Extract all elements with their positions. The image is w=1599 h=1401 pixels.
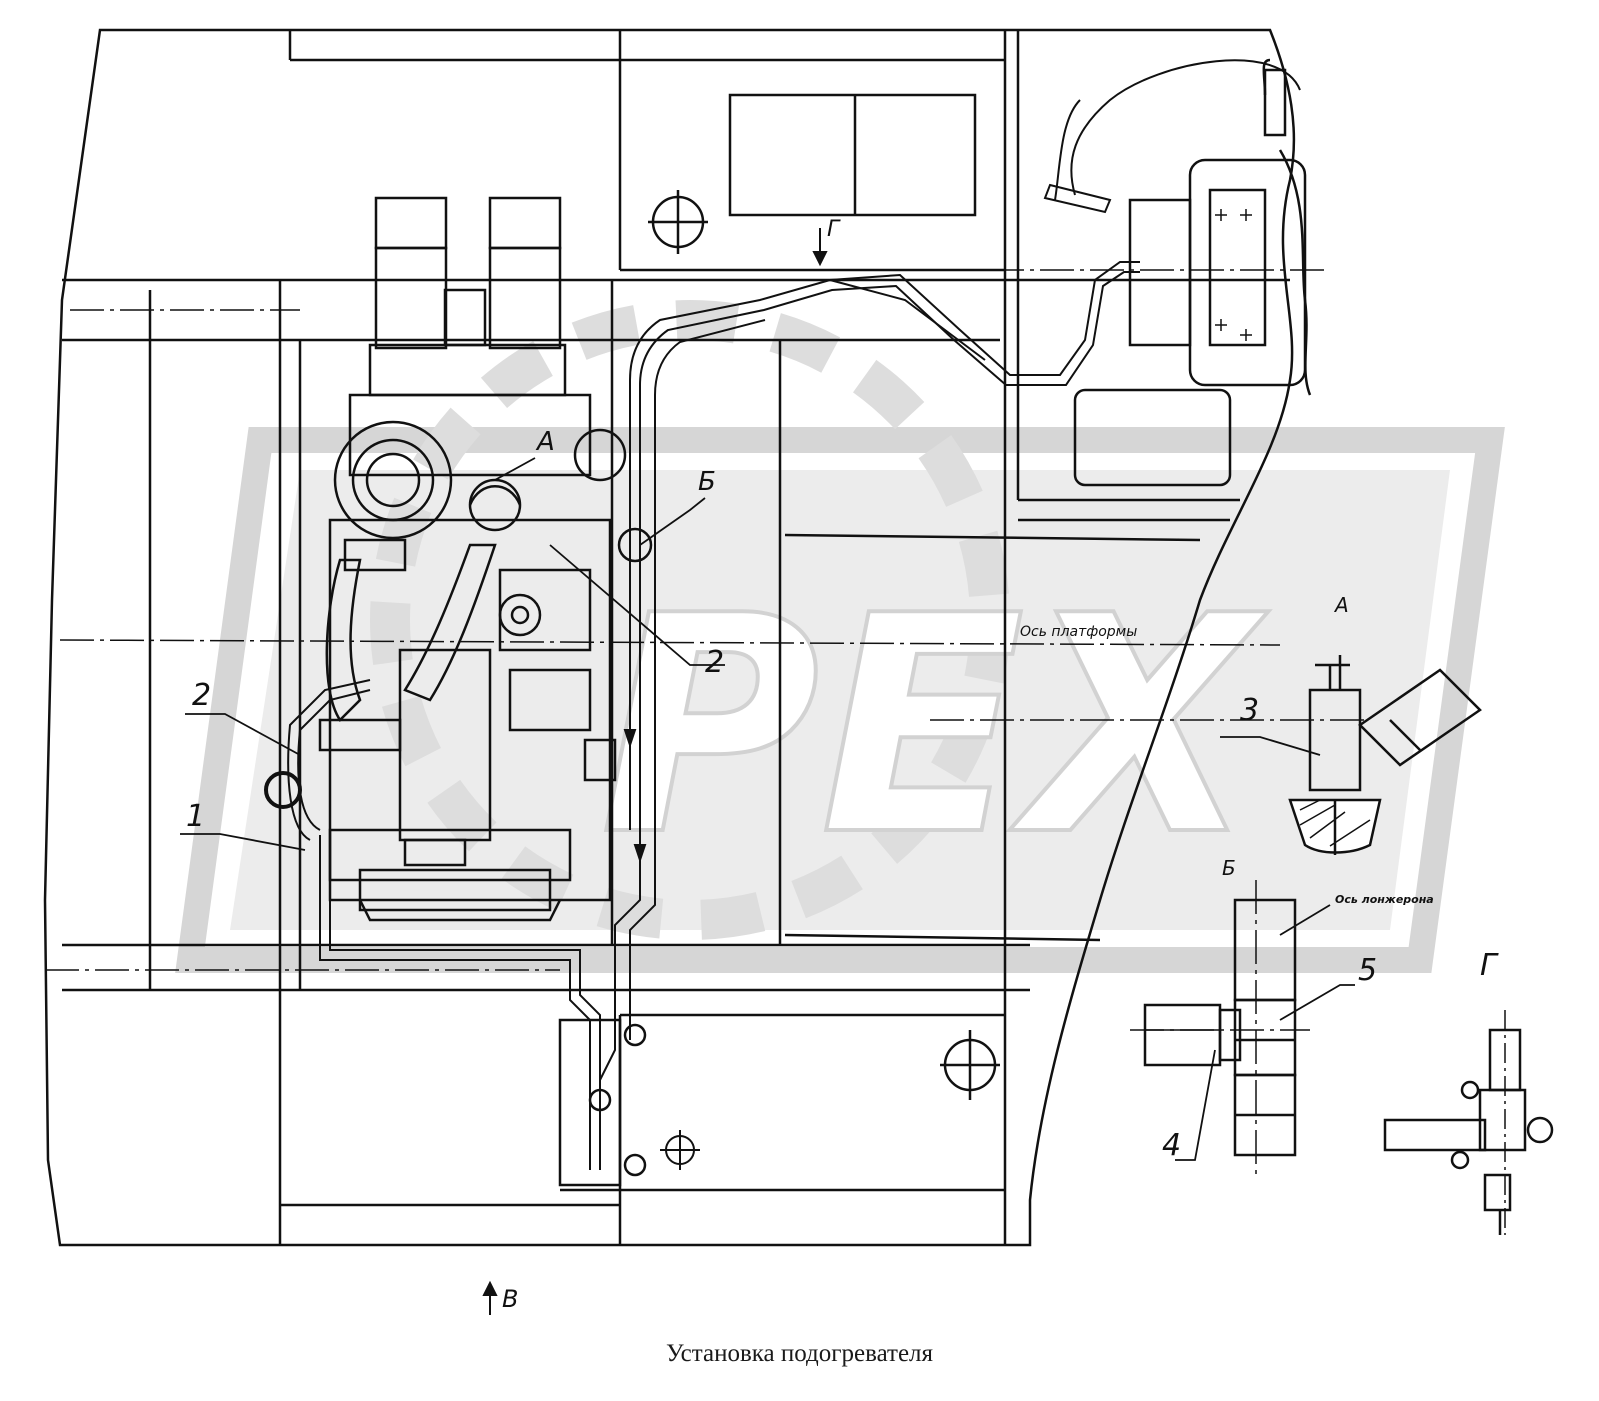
side-member-axis-label: Ось лонжерона <box>1335 893 1434 906</box>
callout-3: 3 <box>1240 693 1259 728</box>
bottom-bracket <box>558 1018 647 1187</box>
detail-A-hose <box>1358 668 1482 767</box>
platform-axis-line <box>59 639 1281 646</box>
pipe-flow-arrows <box>623 729 647 864</box>
heater-pipe <box>403 543 497 702</box>
watermark-text: РЕХ <box>600 552 1269 901</box>
view-V-marker: В <box>502 1285 518 1313</box>
watermark-frame <box>175 427 1505 973</box>
platform-axis-label: Ось платформы <box>1020 624 1137 640</box>
cab-heater-crosses <box>1215 209 1252 341</box>
hatch-circle-top <box>648 190 708 254</box>
view-A-marker: А <box>535 427 555 457</box>
watermark-gear <box>370 300 1010 940</box>
drawing-caption: Установка подогревателя <box>665 1340 934 1367</box>
cab-heater-assembly <box>1073 58 1312 487</box>
detail-B-circle <box>617 527 653 563</box>
detail-G <box>1383 1010 1554 1235</box>
callout-1: 1 <box>186 799 205 834</box>
small-cross-circle <box>660 1130 700 1170</box>
hatch-circle-bottom <box>940 1030 1000 1100</box>
arrow-V-icon <box>482 1280 498 1296</box>
view-arrows <box>482 228 828 1315</box>
fan-outer <box>333 420 453 540</box>
watermark: РЕХ <box>175 300 1505 973</box>
detail-A <box>1288 655 1482 855</box>
detail-G-title: Г <box>1480 948 1499 983</box>
callout-5: 5 <box>1358 953 1377 988</box>
detail-B <box>1143 898 1297 1157</box>
frame-contour <box>43 28 1296 1247</box>
detail-B-title: Б <box>1222 856 1236 880</box>
watermark-fill <box>230 470 1450 930</box>
view-B-marker: Б <box>698 467 716 497</box>
detail-A-circle-partial <box>468 485 522 506</box>
leader-lines <box>180 457 1355 1161</box>
callout-4: 4 <box>1162 1128 1181 1163</box>
arrow-G-icon <box>812 251 828 267</box>
view-G-marker: Г <box>827 217 841 242</box>
center-lines <box>45 269 1370 1180</box>
callout-2-left: 2 <box>192 678 211 713</box>
detail-A-title: А <box>1333 593 1349 617</box>
callout-2-center: 2 <box>705 645 724 680</box>
pipelines <box>287 59 1301 1170</box>
battery-box <box>728 93 977 217</box>
labels: 2 1 2 3 5 4 А Б Г В А Б Г Ось платформы … <box>186 217 1499 1313</box>
air-filter-blocks <box>348 196 592 477</box>
